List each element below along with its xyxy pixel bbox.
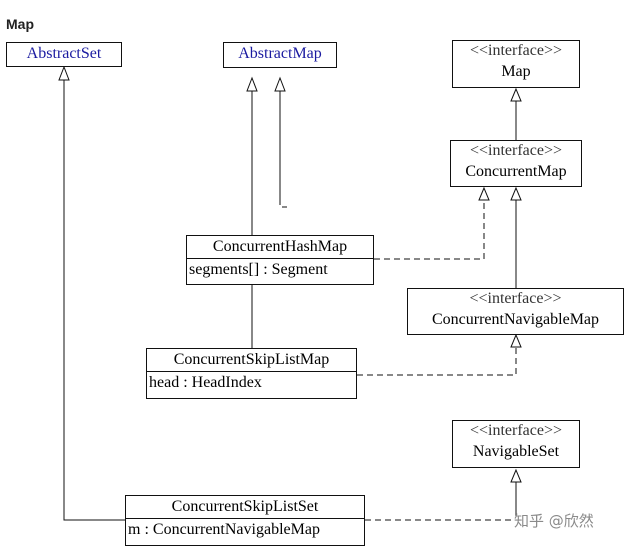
class-attribute: m : ConcurrentNavigableMap: [126, 518, 364, 541]
diagram-title: Map: [6, 16, 34, 32]
class-name: ConcurrentNavigableMap: [431, 311, 600, 328]
edge-hashmap-implements-concurrentmap: [374, 198, 485, 260]
interface-concurrent-navigable-map: <<interface>> ConcurrentNavigableMap: [407, 288, 624, 335]
arrowhead-abstractmap-left: [246, 76, 258, 92]
class-name: ConcurrentHashMap: [212, 238, 348, 255]
class-name: Map: [501, 63, 531, 80]
watermark: 知乎 @欣然: [514, 512, 594, 530]
arrowhead-navigablemap: [510, 333, 522, 348]
class-name: AbstractSet: [26, 45, 102, 62]
arrowhead-navigableset: [510, 468, 522, 483]
stereotype-label: <<interface>>: [469, 290, 562, 307]
class-name: AbstractMap: [238, 45, 322, 62]
arrowhead-concurrentmap-right: [510, 186, 522, 201]
arrowhead-abstractmap-right: [274, 76, 286, 92]
class-name: ConcurrentSkipListMap: [173, 351, 330, 368]
class-name: ConcurrentSkipListSet: [171, 498, 319, 515]
arrowhead-concurrentmap-left: [478, 186, 490, 201]
interface-map: <<interface>> Map: [452, 40, 580, 88]
arrowhead-abstractset: [58, 65, 70, 81]
stereotype-label: <<interface>>: [469, 142, 563, 159]
interface-navigable-set: <<interface>> NavigableSet: [452, 420, 580, 468]
class-abstract-map: AbstractMap: [223, 42, 337, 68]
edge-skiplistmap-implements-navigablemap: [357, 347, 517, 376]
stereotype-label: <<interface>>: [469, 42, 563, 59]
class-attribute: segments[] : Segment: [187, 258, 373, 281]
class-name: NavigableSet: [472, 443, 560, 460]
class-name: ConcurrentMap: [465, 163, 567, 180]
arrowhead-map: [510, 87, 522, 102]
class-concurrent-skip-list-map: ConcurrentSkipListMap head : HeadIndex: [146, 348, 357, 399]
class-attribute: head : HeadIndex: [147, 371, 356, 394]
stereotype-label: <<interface>>: [469, 422, 563, 439]
class-concurrent-skip-list-set: ConcurrentSkipListSet m : ConcurrentNavi…: [125, 495, 365, 546]
edge-skiplistset-to-abstractset: [63, 77, 127, 521]
class-abstract-set: AbstractSet: [6, 42, 122, 67]
class-concurrent-hash-map: ConcurrentHashMap segments[] : Segment: [186, 235, 374, 285]
interface-concurrent-map: <<interface>> ConcurrentMap: [450, 140, 582, 187]
